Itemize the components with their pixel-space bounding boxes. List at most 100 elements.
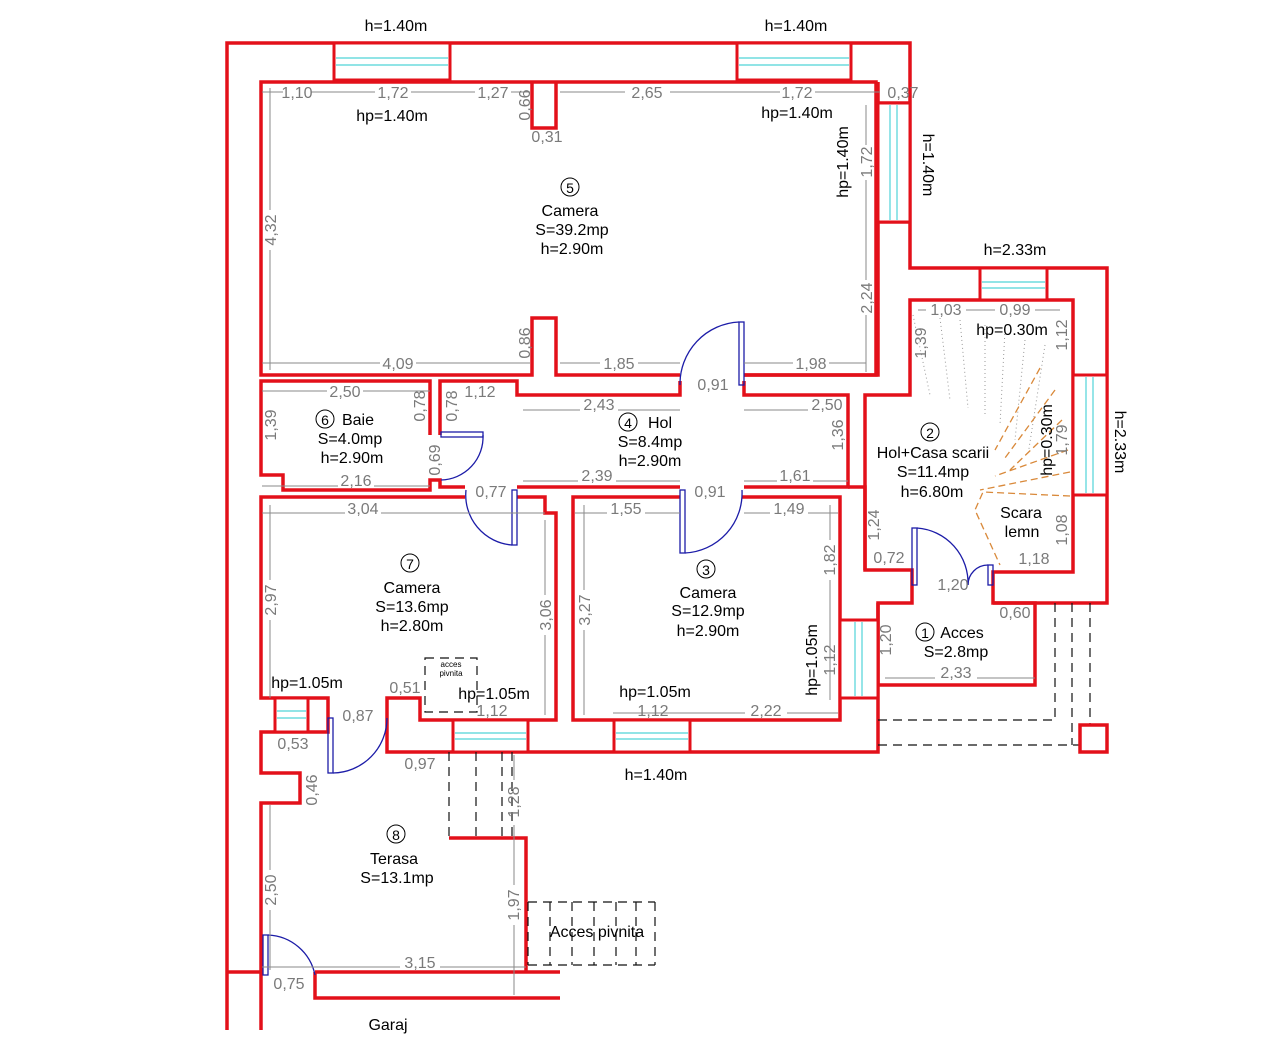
door	[465, 489, 518, 546]
room-8-label: 8 Terasa S=13.1mp	[360, 824, 434, 887]
room-number: 2	[926, 425, 934, 441]
dimension: 2,50	[329, 384, 360, 401]
window-height: h=2.33m	[984, 242, 1047, 259]
dimension: 1,61	[779, 468, 810, 485]
dimension: 0,60	[999, 605, 1030, 622]
room-5-wall	[532, 80, 878, 377]
upper-stair-lines	[912, 314, 1046, 456]
room-2-wall	[848, 485, 867, 570]
room-number: 5	[566, 180, 574, 196]
dimension: 2,24	[859, 282, 876, 313]
dimension: 3,04	[347, 501, 378, 518]
hol-wall	[438, 379, 682, 435]
room-height: h=6.80m	[901, 484, 964, 501]
dimension: 0,99	[999, 302, 1030, 319]
room-name: Acces	[940, 625, 984, 642]
dimension: 0,91	[694, 484, 725, 501]
room-5-wall	[259, 80, 680, 377]
room-7-label: 7 Camera S=13.6mp h=2.80m	[375, 553, 449, 635]
window	[735, 41, 853, 82]
dimension: 0,53	[277, 736, 308, 753]
dimension: 2,39	[581, 468, 612, 485]
dimension: 2,22	[750, 703, 781, 720]
room-4-label: 4 Hol S=8.4mp h=2.90m	[618, 412, 682, 470]
dimension: 1,10	[281, 85, 312, 102]
room-name: Camera	[384, 580, 441, 597]
dimension: 1,49	[773, 501, 804, 518]
room-area: S=12.9mp	[671, 603, 744, 620]
window-height: h=1.40m	[365, 18, 428, 35]
dimension: 3,06	[538, 599, 555, 630]
window-height: h=1.40m	[625, 767, 688, 784]
room-area: S=11.4mp	[897, 464, 969, 481]
dimension: 1,72	[781, 85, 812, 102]
dimension: 1,12	[822, 644, 839, 675]
sill-height: hp=1.05m	[458, 686, 530, 703]
dimension: 4,32	[263, 214, 280, 245]
room-number: 1	[921, 625, 929, 641]
window-height: h=2.33m	[1111, 411, 1128, 474]
dimension: 0,51	[389, 680, 420, 697]
dimension: 1,20	[878, 624, 895, 655]
dimension: 0,66	[517, 89, 534, 120]
window	[612, 718, 692, 754]
dimension: 1,24	[866, 509, 883, 540]
room-area: S=2.8mp	[924, 644, 989, 661]
dimension: 1,12	[476, 703, 507, 720]
dimension: 1,98	[795, 356, 826, 373]
door	[440, 431, 484, 481]
window	[332, 41, 452, 82]
wooden-stair	[974, 367, 1071, 566]
dimension: 2,65	[631, 85, 662, 102]
dimension-lines	[262, 88, 1060, 995]
room-number: 6	[321, 412, 329, 428]
door	[327, 717, 388, 774]
dimension: 3,27	[577, 594, 594, 625]
dashed-outlines	[424, 314, 1109, 966]
room-height: h=2.80m	[381, 618, 444, 635]
cellar-access-label: Acces pivnita	[550, 924, 644, 941]
window	[1071, 373, 1109, 497]
garage-wall	[313, 972, 560, 1000]
room-7-wall	[259, 495, 465, 972]
dimension: 1,27	[477, 85, 508, 102]
dimension: 1,39	[263, 409, 280, 440]
room-height: h=2.90m	[619, 453, 682, 470]
dimension: 1,55	[610, 501, 641, 518]
dimension: 2,50	[263, 874, 280, 905]
dimension: 1,72	[377, 85, 408, 102]
room-3-label: 3 Camera S=12.9mp h=2.90m	[671, 559, 745, 640]
room-area: S=13.1mp	[360, 870, 433, 887]
dimension: 1,12	[464, 384, 495, 401]
dimension: 1,20	[937, 577, 968, 594]
dimension: 0,78	[412, 390, 429, 421]
room-height: h=2.90m	[321, 450, 384, 467]
window	[273, 696, 310, 734]
room-area: S=13.6mp	[375, 599, 448, 616]
room-name: Camera	[680, 585, 737, 602]
room-name: Camera	[542, 203, 599, 220]
room-5-wall	[744, 220, 910, 377]
window	[838, 618, 880, 700]
room-area: S=39.2mp	[535, 222, 608, 239]
dimension: 1,39	[913, 327, 930, 358]
room-number: 7	[406, 556, 414, 572]
door	[911, 527, 994, 586]
room-name: Hol+Casa scarii	[877, 445, 989, 462]
room-height: h=2.90m	[677, 623, 740, 640]
sill-height: hp=1.40m	[356, 108, 428, 125]
dimension: 0,78	[444, 390, 461, 421]
room-height: h=2.90m	[541, 241, 604, 258]
room-5-label: 5 Camera S=39.2mp h=2.90m	[535, 177, 609, 258]
window	[451, 718, 530, 754]
dimension: 2,16	[340, 473, 371, 490]
cellar-hatch	[424, 657, 478, 713]
dimension: 0,97	[404, 756, 435, 773]
dimension: 0,77	[475, 484, 506, 501]
door	[679, 489, 743, 554]
window	[876, 101, 912, 224]
door	[679, 321, 745, 386]
dimension: 2,33	[940, 665, 971, 682]
dimension: 2,97	[263, 584, 280, 615]
